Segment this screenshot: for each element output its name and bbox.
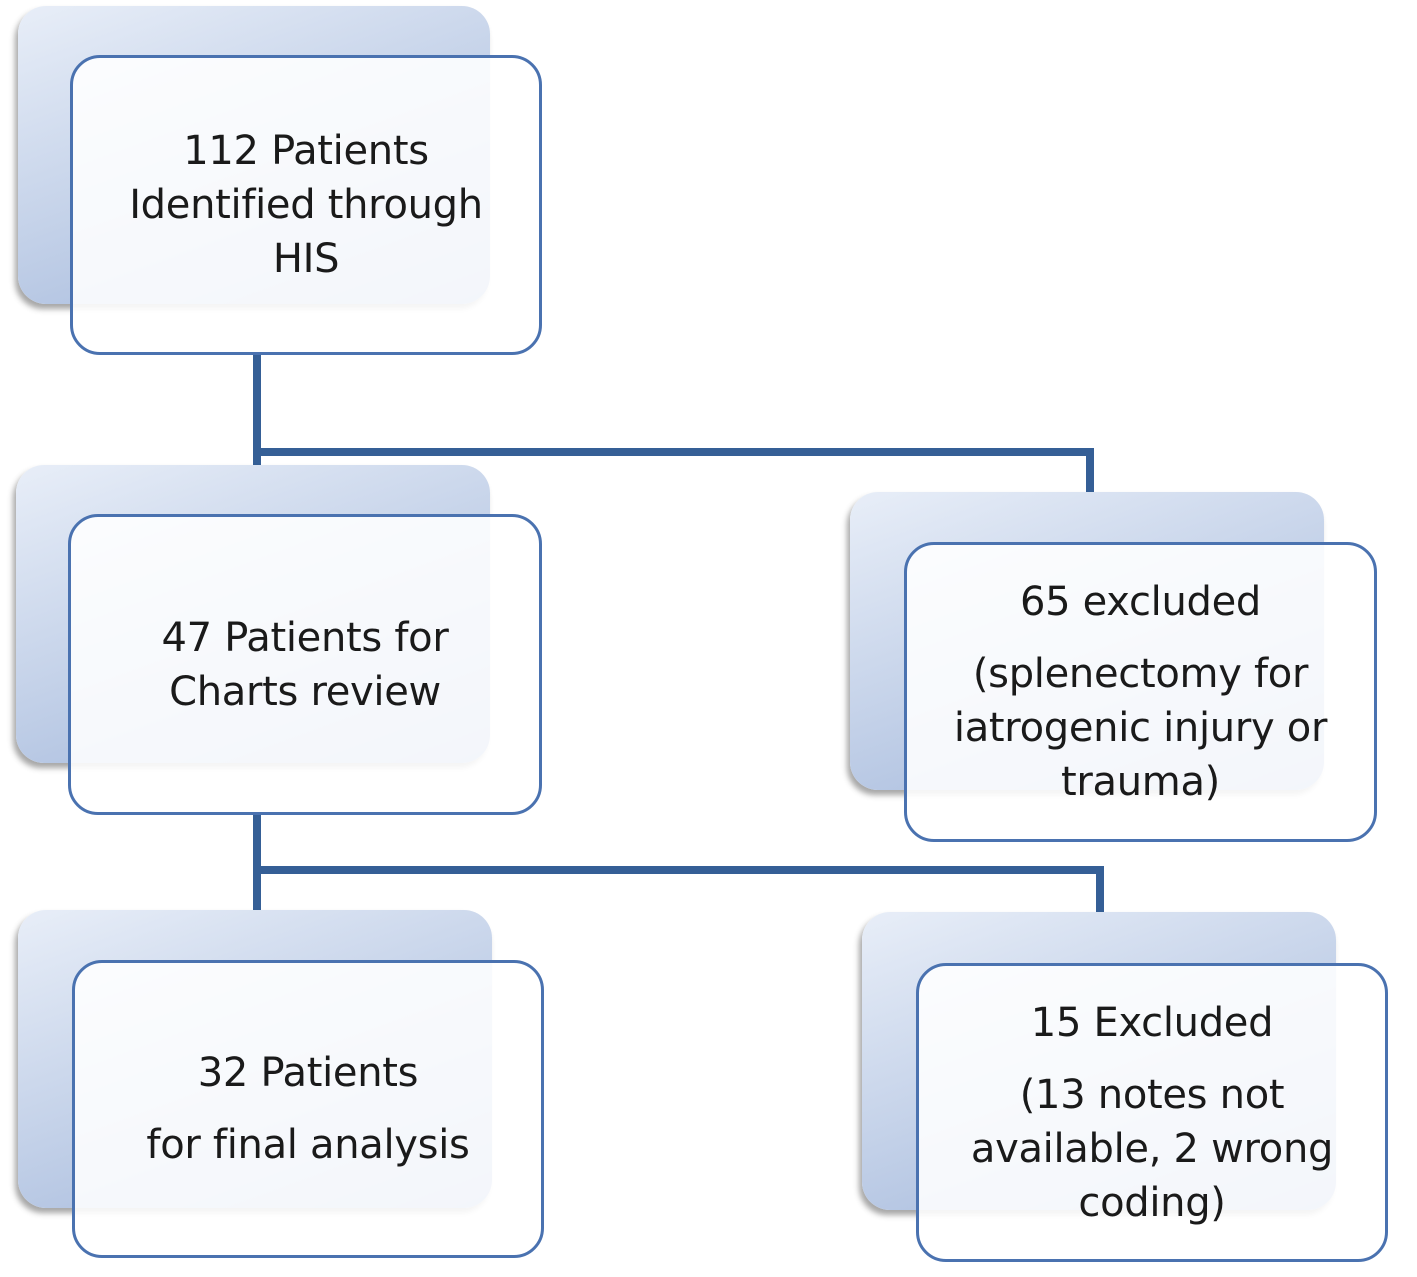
node-excluded-65-card: 65 excluded (splenectomy for iatrogenic … [904, 542, 1377, 842]
node-charts-review-line-1: 47 Patients for [161, 614, 449, 661]
node-excluded-65-line-3: trauma) [1061, 759, 1220, 805]
node-excluded-65-heading: 65 excluded [1019, 579, 1262, 625]
node-final-analysis-card: 32 Patients for final analysis [72, 960, 544, 1258]
node-excluded-65-line-2: iatrogenic injury or [953, 705, 1328, 751]
node-identified-line-2: Identified through [129, 182, 483, 228]
connector-charts-review-to-excluded-15 [257, 866, 1104, 912]
node-final-analysis-heading: 32 Patients [197, 1050, 419, 1096]
node-excluded-15-line-1: (13 notes not [1019, 1071, 1285, 1118]
node-excluded-15-heading: 15 Excluded [1030, 999, 1274, 1046]
node-excluded-65-line-1: (splenectomy for [972, 651, 1309, 697]
node-final-analysis-line-1: for final analysis [146, 1122, 470, 1168]
node-excluded-15-card: 15 Excluded (13 notes not available, 2 w… [916, 963, 1388, 1262]
node-excluded-15-line-3: coding) [1078, 1179, 1226, 1226]
node-identified-line-1: 112 Patients [183, 128, 429, 174]
node-identified-card: 112 Patients Identified through HIS [70, 55, 542, 355]
node-charts-review-line-2: Charts review [169, 668, 441, 715]
node-excluded-15-line-2: available, 2 wrong [970, 1125, 1334, 1172]
connector-identified-to-excluded-65 [257, 448, 1094, 492]
node-charts-review-card: 47 Patients for Charts review [68, 514, 542, 815]
node-identified-line-3: HIS [272, 236, 340, 282]
